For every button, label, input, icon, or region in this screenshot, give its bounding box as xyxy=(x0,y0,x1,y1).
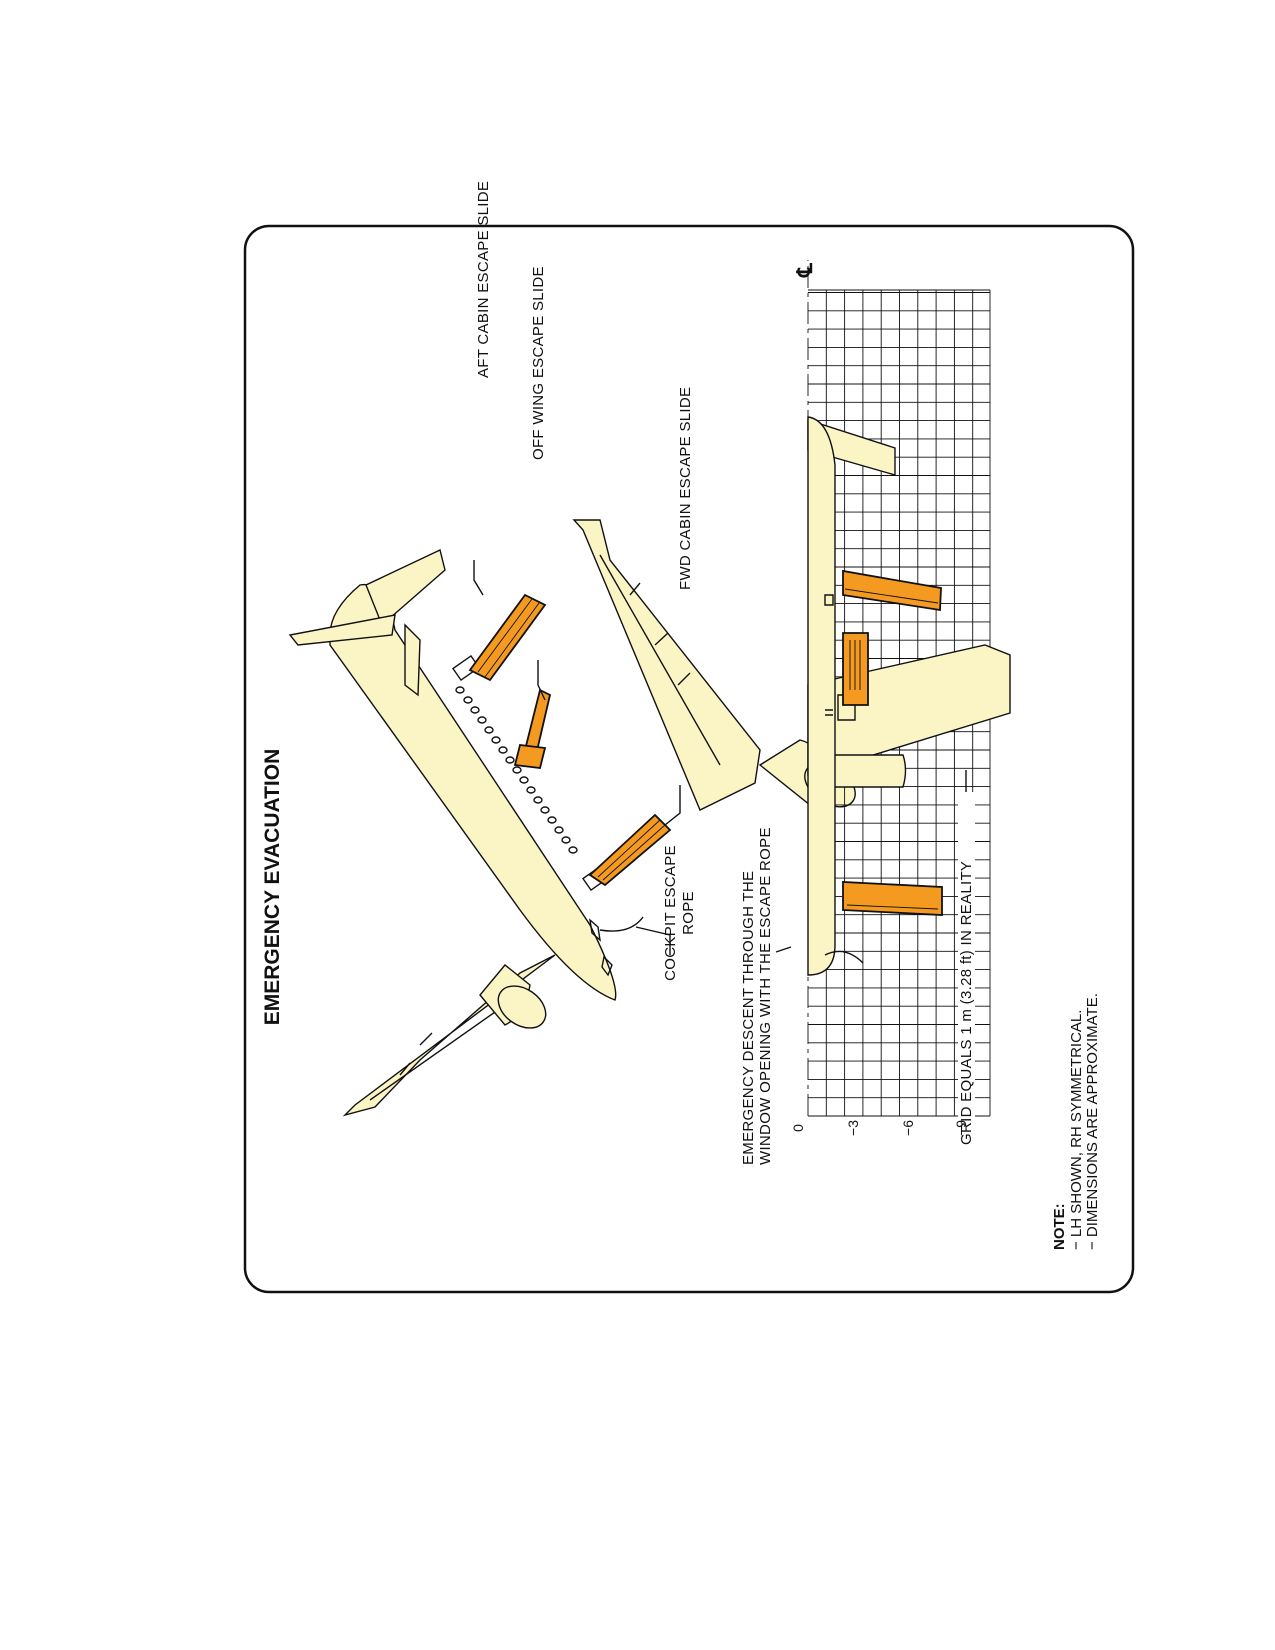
top-aft-slide xyxy=(842,569,942,612)
note-line-2: − DIMENSIONS ARE APPROXIMATE. xyxy=(1084,993,1101,1250)
rotated-content: EMERGENCY EVACUATION xyxy=(261,181,1101,1250)
label-cockpit-rope-2: ROPE xyxy=(680,891,697,935)
top-off-wing-slide xyxy=(842,632,869,706)
right-wing xyxy=(572,519,761,811)
page-title: EMERGENCY EVACUATION xyxy=(261,749,284,1026)
diagram-frame xyxy=(243,224,1135,1294)
scale-tick-0: 0 xyxy=(790,1124,806,1132)
vertical-tail xyxy=(365,549,446,627)
scale-tick-9: −9 xyxy=(953,1120,969,1136)
top-fwd-slide xyxy=(842,881,943,916)
fwd-cabin-escape-slide xyxy=(588,813,672,887)
note-heading: NOTE: xyxy=(1051,1203,1068,1250)
perspective-aircraft xyxy=(288,519,856,1117)
leader-descent xyxy=(775,946,792,953)
cockpit-escape-rope xyxy=(599,916,644,932)
left-wing xyxy=(342,954,556,1117)
leader-off-wing xyxy=(537,660,546,701)
cockpit-window xyxy=(589,918,601,942)
label-aft-cabin-slide: AFT CABIN ESCAPE SLIDE xyxy=(475,181,492,378)
top-view-aircraft xyxy=(807,416,1011,976)
grid-scale-note: GRID EQUALS 1 m (3.28 ft) IN REALITY xyxy=(958,861,975,1145)
right-stabilizer xyxy=(404,623,421,697)
label-cockpit-rope-1: COCKPIT ESCAPE xyxy=(662,845,679,981)
label-descent-2: WINDOW OPENING WITH THE ESCAPE ROPE xyxy=(757,827,774,1165)
top-escape-rope xyxy=(824,950,864,964)
leader-cockpit-rope xyxy=(635,926,671,955)
leader-fwd-slide xyxy=(664,785,681,826)
centerline-symbol: ℄ xyxy=(794,263,817,278)
label-fwd-cabin-slide: FWD CABIN ESCAPE SLIDE xyxy=(677,387,694,590)
aft-cabin-escape-slide xyxy=(468,593,547,682)
top-fuselage xyxy=(807,416,836,976)
label-off-wing-slide: OFF WING ESCAPE SLIDE xyxy=(530,266,547,460)
cockpit-window-2 xyxy=(601,955,613,977)
off-wing-escape-slide xyxy=(513,688,552,769)
top-engine xyxy=(827,754,907,788)
label-descent-1: EMERGENCY DESCENT THROUGH THE xyxy=(740,871,757,1165)
note-line-1: − LH SHOWN, RH SYMMETRICAL. xyxy=(1068,1010,1085,1250)
fuselage xyxy=(329,583,617,1001)
leader-aft-slide xyxy=(473,560,484,596)
scale-tick-3: −3 xyxy=(845,1120,861,1136)
scale-tick-6: −6 xyxy=(900,1120,916,1136)
left-stabilizer xyxy=(288,614,396,646)
cabin-windows xyxy=(455,686,578,854)
